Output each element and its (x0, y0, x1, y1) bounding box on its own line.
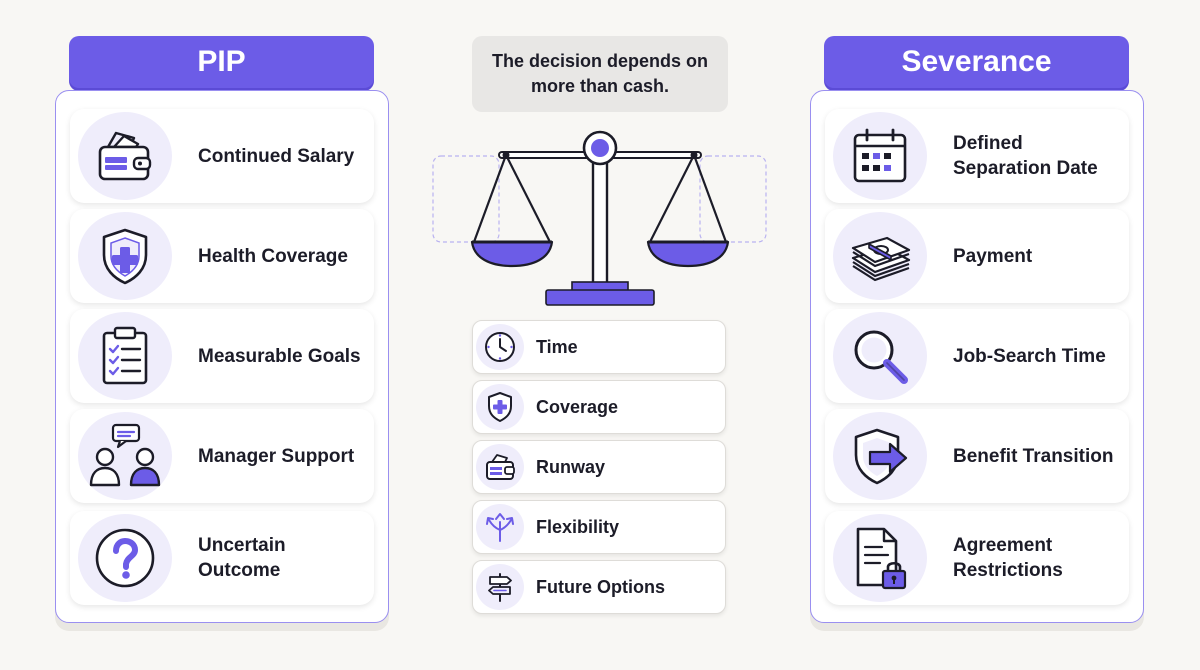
magnifier-icon (833, 312, 927, 400)
people-chat-icon (78, 412, 172, 500)
shield-plus-icon (78, 212, 172, 300)
severance-item-defined-separation-date: Defined Separation Date (825, 109, 1129, 203)
severance-item-label: Benefit Transition (953, 445, 1114, 467)
wallet-icon (476, 444, 524, 490)
question-icon (78, 514, 172, 602)
factor-label: Coverage (536, 396, 619, 417)
pip-item-label: Health Coverage (198, 245, 348, 267)
wallet-icon (78, 112, 172, 200)
pip-panel: Continued Salary Health Coverage (55, 90, 389, 623)
severance-item-label: Job-Search Time (953, 345, 1106, 367)
pip-item-label: Continued Salary (198, 145, 355, 167)
pip-item-label: Measurable Goals (198, 345, 361, 367)
cash-stack-icon (833, 212, 927, 300)
severance-item-benefit-transition: Benefit Transition (825, 409, 1129, 503)
clock-icon (476, 324, 524, 370)
branching-arrows-icon (476, 504, 524, 550)
factor-future-options: Future Options (472, 560, 726, 614)
severance-panel: Defined Separation Date Payment J (810, 90, 1144, 623)
pip-title: PIP (69, 36, 374, 88)
factor-label: Future Options (536, 576, 665, 597)
factor-label: Runway (536, 456, 606, 477)
severance-item-label: Agreement Restrictions (953, 535, 1063, 581)
shield-plus-icon (476, 384, 524, 430)
severance-item-job-search-time: Job-Search Time (825, 309, 1129, 403)
factor-label: Flexibility (536, 516, 620, 537)
factor-label: Time (536, 336, 578, 357)
pip-item-health-coverage: Health Coverage (70, 209, 374, 303)
factor-runway: Runway (472, 440, 726, 494)
factor-coverage: Coverage (472, 380, 726, 434)
shield-arrow-icon (833, 412, 927, 500)
severance-item-payment: Payment (825, 209, 1129, 303)
pip-item-manager-support: Manager Support (70, 409, 374, 503)
pip-item-measurable-goals: Measurable Goals (70, 309, 374, 403)
severance-item-label: Defined Separation Date (953, 133, 1098, 179)
pip-item-label: Uncertain Outcome (198, 535, 286, 581)
document-lock-icon (833, 514, 927, 602)
checklist-icon (78, 312, 172, 400)
pip-item-label: Manager Support (198, 445, 355, 467)
signpost-icon (476, 564, 524, 610)
pip-item-uncertain-outcome: Uncertain Outcome (70, 511, 374, 605)
factor-flexibility: Flexibility (472, 500, 726, 554)
severance-title: Severance (824, 36, 1129, 88)
decision-caption: The decision depends on more than cash. (472, 36, 728, 112)
factor-time: Time (472, 320, 726, 374)
calendar-icon (833, 112, 927, 200)
severance-item-agreement-restrictions: Agreement Restrictions (825, 511, 1129, 605)
balance-scale-icon (432, 124, 768, 310)
pip-item-continued-salary: Continued Salary (70, 109, 374, 203)
severance-item-label: Payment (953, 245, 1033, 267)
